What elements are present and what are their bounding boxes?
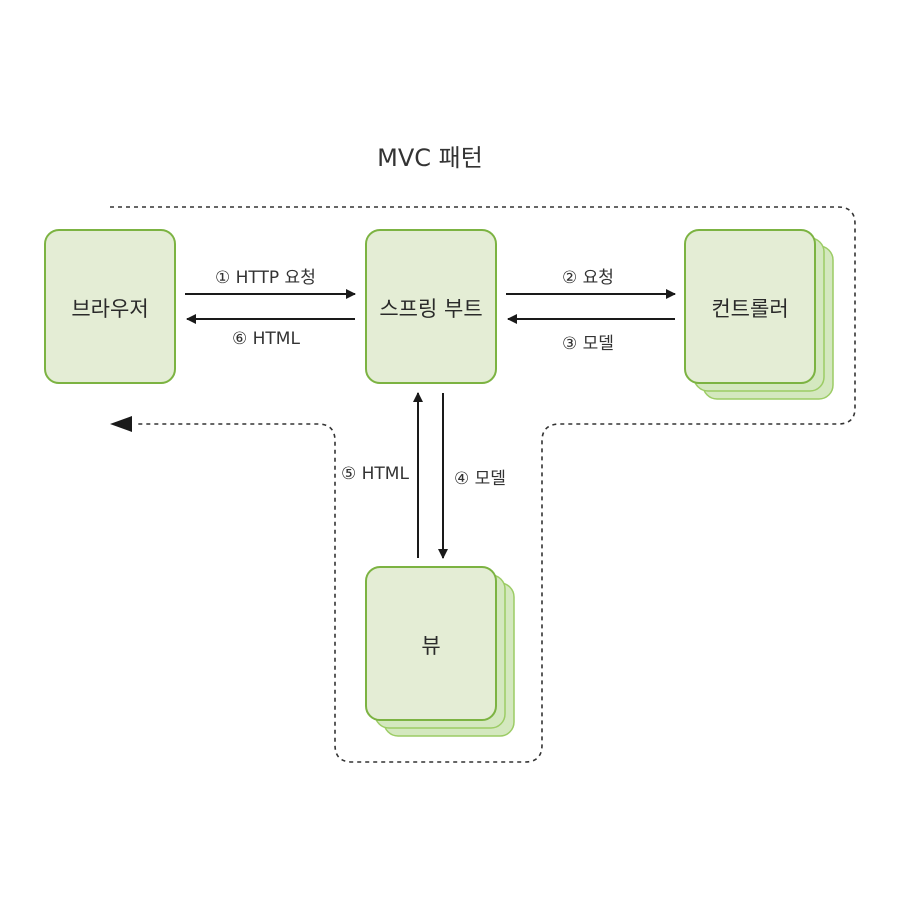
diagram-title: MVC 패턴 (377, 144, 483, 172)
edge-label-html-to-browser: ⑥ HTML (232, 329, 300, 349)
edge-label-http-request: ① HTTP 요청 (215, 268, 316, 288)
edge-label-model-from-controller: ③ 모델 (562, 334, 614, 354)
edge-label-model-to-view: ④ 모델 (454, 469, 506, 489)
controller-label: 컨트롤러 (711, 297, 789, 321)
browser-box (44, 229, 176, 384)
spring-boot-box (365, 229, 497, 384)
spring-boot-boundary (110, 206, 856, 763)
browser-label: 브라우저 (71, 297, 149, 321)
view-label: 뷰 (421, 634, 441, 658)
dashed-return-arrowhead (110, 416, 132, 432)
view-box (365, 566, 497, 721)
edge-label-html-from-view: ⑤ HTML (341, 464, 409, 484)
spring-boot-label: 스프링 부트 (379, 297, 483, 321)
controller-box (684, 229, 816, 384)
edge-label-request-to-controller: ② 요청 (562, 268, 614, 288)
